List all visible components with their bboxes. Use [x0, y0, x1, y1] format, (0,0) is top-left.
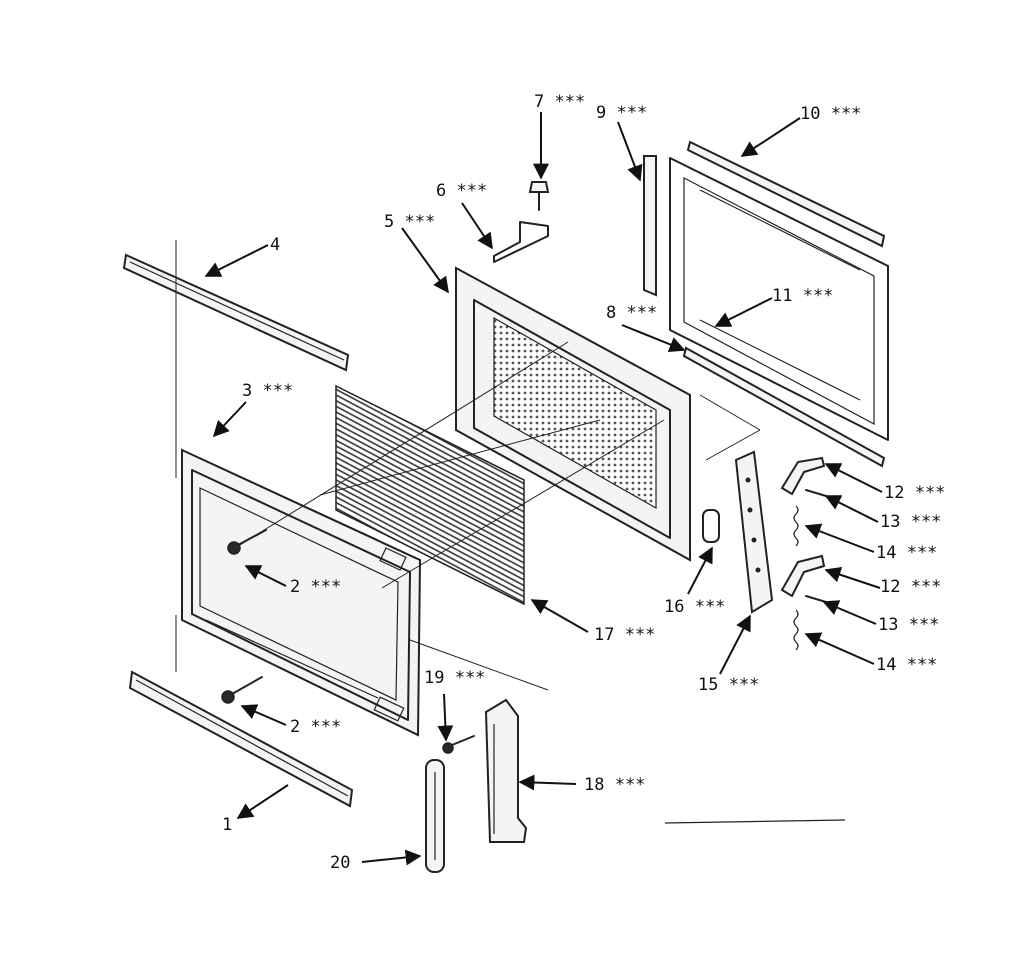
- callout-17: 17 ***: [594, 625, 655, 645]
- callout-5: 5 ***: [384, 212, 435, 232]
- part-18-side-trim: [484, 698, 528, 843]
- part-19-screw: [442, 735, 475, 754]
- part-14-spring-upper: [793, 505, 799, 547]
- callout-3: 3 ***: [242, 381, 293, 401]
- separator-line: [664, 819, 846, 824]
- part-4-top-trim: [122, 253, 350, 372]
- part-13-screw-lower: [805, 595, 827, 603]
- part-15-hinge-bracket: [734, 450, 774, 614]
- callout-12-lower: 12 ***: [880, 577, 941, 597]
- part-12-handle-lower: [780, 554, 826, 598]
- part-7-nut: [528, 181, 550, 211]
- callout-10: 10 ***: [800, 104, 861, 124]
- callout-14-lower: 14 ***: [876, 655, 937, 675]
- callout-16: 16 ***: [664, 597, 725, 617]
- callout-13-lower: 13 ***: [878, 615, 939, 635]
- callout-13-upper: 13 ***: [880, 512, 941, 532]
- callout-7: 7 ***: [534, 92, 585, 112]
- callout-19: 19 ***: [424, 668, 485, 688]
- callout-20: 20: [330, 853, 350, 873]
- callout-14-upper: 14 ***: [876, 543, 937, 563]
- part-17-glass-panel: [335, 384, 525, 606]
- callout-labels: 1 2 *** 2 *** 3 *** 4 5 *** 6 *** 7 *** …: [222, 92, 945, 873]
- part-20-end-cap: [425, 759, 445, 873]
- part-13-screw-upper: [805, 489, 827, 497]
- callout-8: 8 ***: [606, 303, 657, 323]
- assembly-guide-lines: [239, 341, 761, 691]
- part-8-lower-rod: [682, 346, 886, 468]
- part-2-screw-upper: [227, 529, 267, 555]
- callout-9: 9 ***: [596, 103, 647, 123]
- callout-2-upper: 2 ***: [290, 577, 341, 597]
- callout-18: 18 ***: [584, 775, 645, 795]
- callout-4: 4: [270, 235, 280, 255]
- leader-lines: [204, 112, 883, 866]
- part-16-slot-cover: [702, 509, 720, 543]
- part-5-inner-frame: [455, 266, 691, 562]
- callout-2-lower: 2 ***: [290, 717, 341, 737]
- part-9-side-strip: [643, 155, 657, 297]
- callout-11: 11 ***: [772, 286, 833, 306]
- callout-12-upper: 12 ***: [884, 483, 945, 503]
- part-12-handle-upper: [780, 456, 826, 496]
- part-2-screw-lower: [221, 676, 263, 704]
- part-6-bracket: [493, 221, 549, 263]
- callout-15: 15 ***: [698, 675, 759, 695]
- part-10-top-rod: [686, 140, 886, 248]
- part-11-rear-frame: [669, 157, 889, 441]
- callout-6: 6 ***: [436, 181, 487, 201]
- part-3-outer-door: [181, 448, 422, 737]
- callout-1: 1: [222, 815, 232, 835]
- part-14-spring-lower: [793, 609, 799, 651]
- part-1-bottom-trim: [128, 670, 354, 808]
